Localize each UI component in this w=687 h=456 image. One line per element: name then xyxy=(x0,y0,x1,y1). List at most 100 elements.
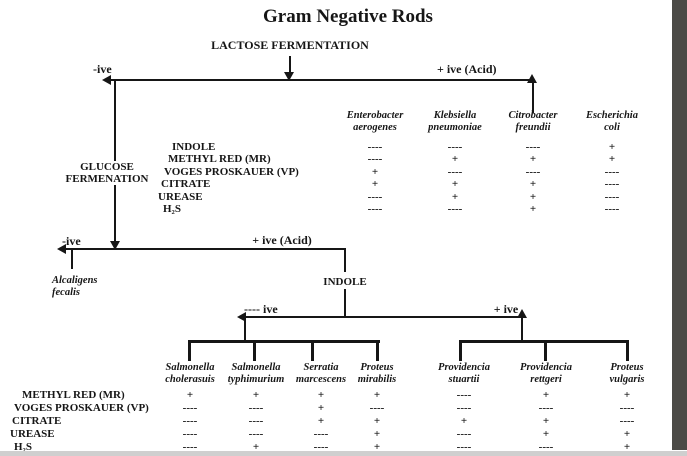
test-value: + xyxy=(373,441,381,453)
test-value: + xyxy=(460,415,468,427)
test-value: ---- xyxy=(369,402,385,414)
test-value: ---- xyxy=(538,402,554,414)
connector-line xyxy=(344,250,346,272)
bracket-drop xyxy=(188,342,191,361)
test-value: ---- xyxy=(456,428,472,440)
test-value: + xyxy=(529,153,537,165)
arrow-left-icon xyxy=(57,244,66,254)
test-value: + xyxy=(451,178,459,190)
test-value: + xyxy=(186,389,194,401)
connector-line xyxy=(532,80,534,113)
connector-line xyxy=(64,248,346,250)
test-value: + xyxy=(608,141,616,153)
page-title: Gram Negative Rods xyxy=(263,6,433,27)
connector-line xyxy=(289,56,291,73)
test-value: ---- xyxy=(456,389,472,401)
node-glucose-fermentation: GLUCOSE FERMENATION xyxy=(47,161,167,185)
test-value: + xyxy=(529,191,537,203)
connector-line xyxy=(344,289,346,317)
test-value: + xyxy=(608,153,616,165)
test-row-label: METHYL RED (MR) xyxy=(22,389,125,401)
test-row-label: H₂S xyxy=(14,441,32,453)
arrow-down-icon xyxy=(110,241,120,250)
bracket-line xyxy=(188,340,380,343)
window-right-edge xyxy=(672,0,687,450)
test-row-label: CITRATE xyxy=(12,415,62,427)
test-row-label: CITRATE xyxy=(161,178,211,190)
test-value: ---- xyxy=(525,141,541,153)
test-value: + xyxy=(373,428,381,440)
connector-line xyxy=(521,317,523,341)
test-value: ---- xyxy=(604,191,620,203)
test-value: + xyxy=(542,415,550,427)
arrow-up-icon xyxy=(527,74,537,83)
arrow-left-icon xyxy=(102,75,111,85)
bracket-line xyxy=(459,340,629,343)
node-lactose-fermentation: LACTOSE FERMENTATION xyxy=(211,38,369,52)
test-row-label: INDOLE xyxy=(172,141,216,153)
test-value: + xyxy=(252,441,260,453)
branch-label-lvl2-positive: + ive (Acid) xyxy=(252,233,312,247)
test-value: ---- xyxy=(367,153,383,165)
node-indole: INDOLE xyxy=(323,276,367,288)
test-value: + xyxy=(317,389,325,401)
bracket-drop xyxy=(459,342,462,361)
test-value: ---- xyxy=(313,441,329,453)
test-value: ---- xyxy=(619,415,635,427)
test-value: + xyxy=(529,178,537,190)
test-row-label: VOGES PROSKAUER (VP) xyxy=(14,402,149,414)
branch-label-lvl1-positive: + ive (Acid) xyxy=(437,62,497,76)
arrow-down-icon xyxy=(284,72,294,81)
connector-line xyxy=(71,250,73,269)
test-value: ---- xyxy=(248,402,264,414)
node-alcaligens-fecalis: Alcaligens fecalis xyxy=(52,275,98,298)
bracket-drop xyxy=(311,342,314,361)
bracket-drop xyxy=(376,342,379,361)
test-value: ---- xyxy=(604,178,620,190)
arrow-left-icon xyxy=(237,312,246,322)
test-value: + xyxy=(451,153,459,165)
window-bottom-edge xyxy=(0,451,687,456)
test-value: ---- xyxy=(367,191,383,203)
connector-line xyxy=(244,316,523,318)
test-value: + xyxy=(623,441,631,453)
test-value: + xyxy=(252,389,260,401)
arrow-up-icon xyxy=(517,309,527,318)
branch-label-lvl1-negative: -ive xyxy=(93,62,112,76)
test-value: ---- xyxy=(604,203,620,215)
test-value: ---- xyxy=(447,166,463,178)
test-row-label: H₂S xyxy=(163,203,181,215)
test-value: ---- xyxy=(456,441,472,453)
test-value: ---- xyxy=(248,428,264,440)
test-value: ---- xyxy=(248,415,264,427)
test-row-label: UREASE xyxy=(10,428,55,440)
test-value: ---- xyxy=(525,166,541,178)
test-row-label: METHYL RED (MR) xyxy=(168,153,271,165)
test-value: + xyxy=(373,415,381,427)
test-value: ---- xyxy=(367,203,383,215)
bracket-drop xyxy=(544,342,547,361)
bracket-drop xyxy=(626,342,629,361)
branch-label-lvl3-positive: + ive xyxy=(493,302,519,316)
test-value: + xyxy=(451,191,459,203)
test-value: ---- xyxy=(313,428,329,440)
test-value: + xyxy=(623,428,631,440)
test-value: + xyxy=(317,415,325,427)
test-value: ---- xyxy=(619,402,635,414)
test-value: + xyxy=(542,428,550,440)
bracket-drop xyxy=(253,342,256,361)
test-value: + xyxy=(529,203,537,215)
test-value: ---- xyxy=(182,402,198,414)
test-value: ---- xyxy=(182,428,198,440)
connector-line xyxy=(110,79,534,81)
